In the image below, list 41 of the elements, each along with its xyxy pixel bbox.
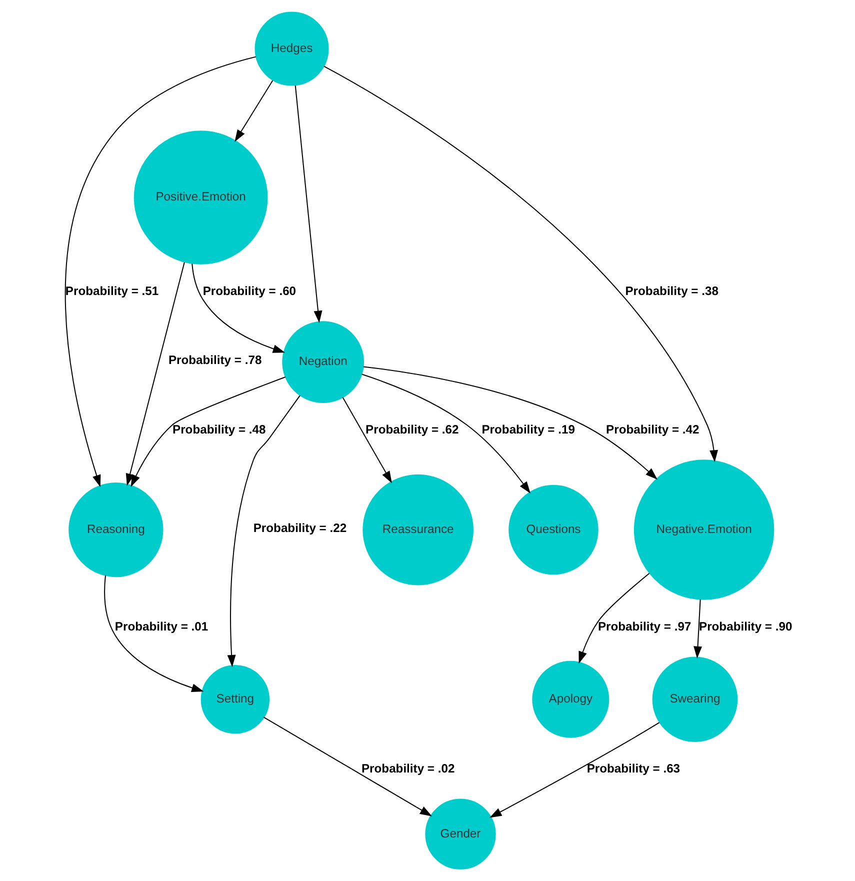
arrow [693,599,702,658]
edge-label: Probability = .19 [481,422,574,436]
edge-label: Probability = .78 [168,353,262,368]
arrow [342,397,392,484]
node-circle: Questions [508,484,598,575]
edge-label: Probability = .63 [586,762,680,776]
edge-label: Probability = .60 [202,284,296,298]
edge-label: Probability = .42 [606,422,699,436]
node-circle: Reassurance [362,474,473,586]
node-circle: Negation [282,321,364,404]
node-circle: Gender [424,798,496,870]
arrow [64,56,256,488]
edge-label: Probability = .62 [365,422,458,436]
edge-label: Probability = .01 [114,619,208,634]
edge-label: Probability = .02 [360,762,454,776]
arrow [294,85,322,323]
node-circle: Positive.Emotion [133,130,268,264]
arrow [489,722,660,818]
arrow [130,376,286,487]
arrow [191,264,285,353]
node-circle: Hedges [254,12,328,86]
edge-label: Probability = .22 [252,520,346,535]
edge-label: Probability = .97 [597,619,691,634]
node-circle: Reasoning [68,482,163,578]
node-circle: Apology [532,660,609,738]
arrow [104,575,204,692]
arrow [362,366,657,480]
arrow [226,395,300,668]
edge-label: Probability = .51 [64,284,158,298]
edge-label: Probability = .48 [172,422,266,436]
arrow [125,262,184,486]
node-circle: Swearing [652,656,738,742]
edge-label: Probability = .38 [624,284,718,298]
arrow [323,66,718,462]
arrow [234,80,273,142]
edge-label: Probability = .90 [698,619,792,634]
arrow [578,573,650,664]
node-circle: Negative.Emotion [633,460,774,600]
node-circle: Setting [200,665,270,734]
arrow [262,716,432,816]
arrow [361,374,530,494]
